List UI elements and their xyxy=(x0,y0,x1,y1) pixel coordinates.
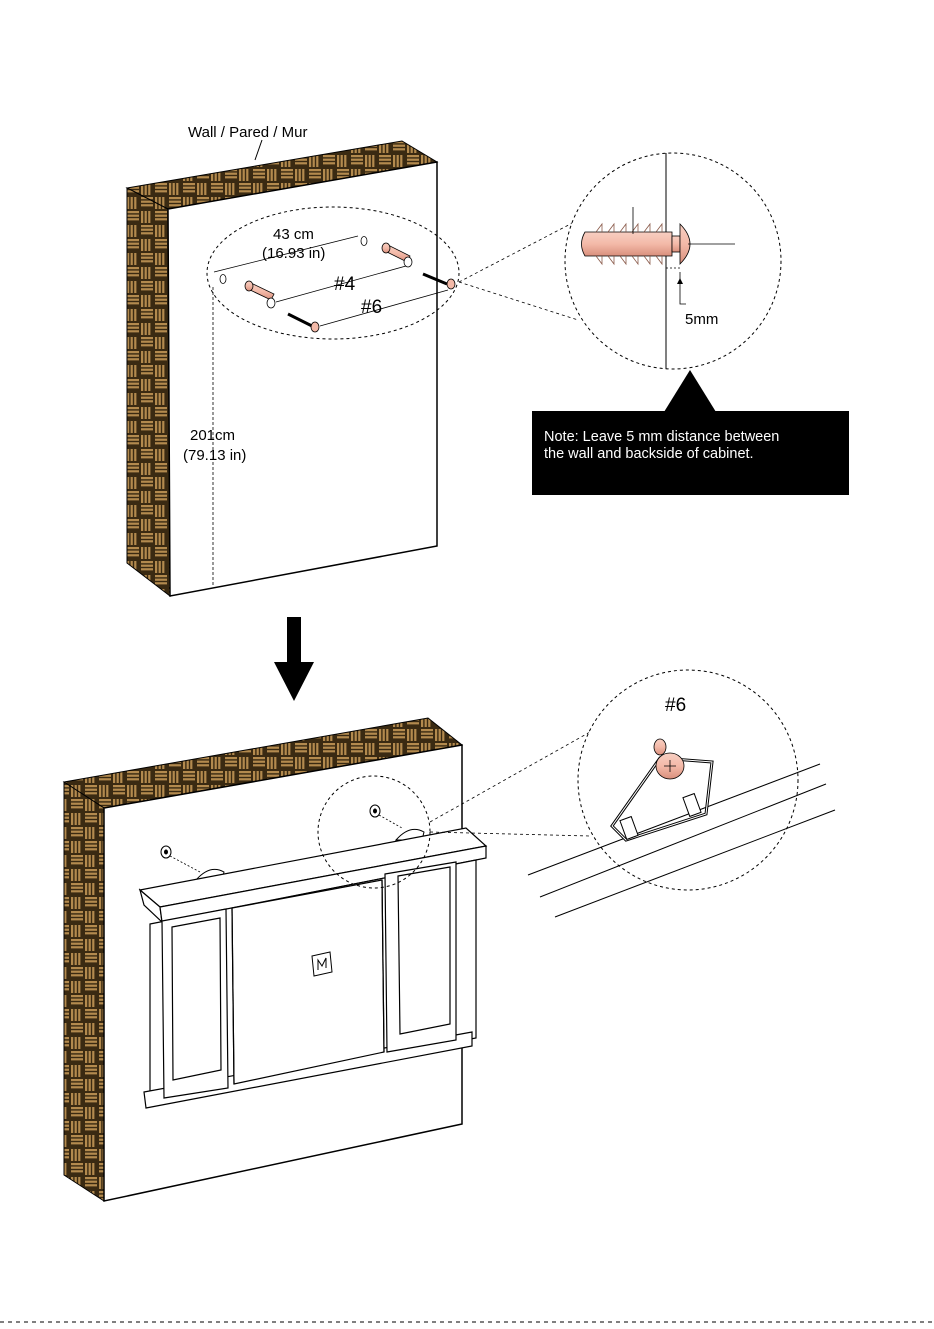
height-in-label: (79.13 in) xyxy=(183,447,246,464)
note-line-1: Note: Leave 5 mm distance between xyxy=(544,429,837,446)
note-box: Note: Leave 5 mm distance between the wa… xyxy=(532,411,849,495)
gap-label: 5mm xyxy=(685,311,718,328)
drill-hole-left xyxy=(220,275,226,284)
detail-part-label: #6 xyxy=(665,695,686,716)
spacing-cm-label: 43 cm xyxy=(273,226,314,243)
drill-hole-right xyxy=(361,237,367,246)
cabinet-hanger-bracket xyxy=(312,952,332,976)
note-line-2: the wall and backside of cabinet. xyxy=(544,446,837,463)
part-a-label: #4 xyxy=(334,274,356,295)
down-arrow-icon xyxy=(274,617,314,701)
anchor-detail xyxy=(565,153,781,369)
callout-line-lower xyxy=(459,282,578,320)
wall-label: Wall / Pared / Mur xyxy=(188,124,307,141)
part-b-label: #6 xyxy=(361,297,382,318)
spacing-in-label: (16.93 in) xyxy=(262,245,325,262)
top-wall xyxy=(127,141,437,596)
wall-leader xyxy=(255,140,262,160)
callout-line-upper xyxy=(459,218,582,282)
height-cm-label: 201cm xyxy=(190,427,235,444)
note-pointer xyxy=(664,370,716,412)
